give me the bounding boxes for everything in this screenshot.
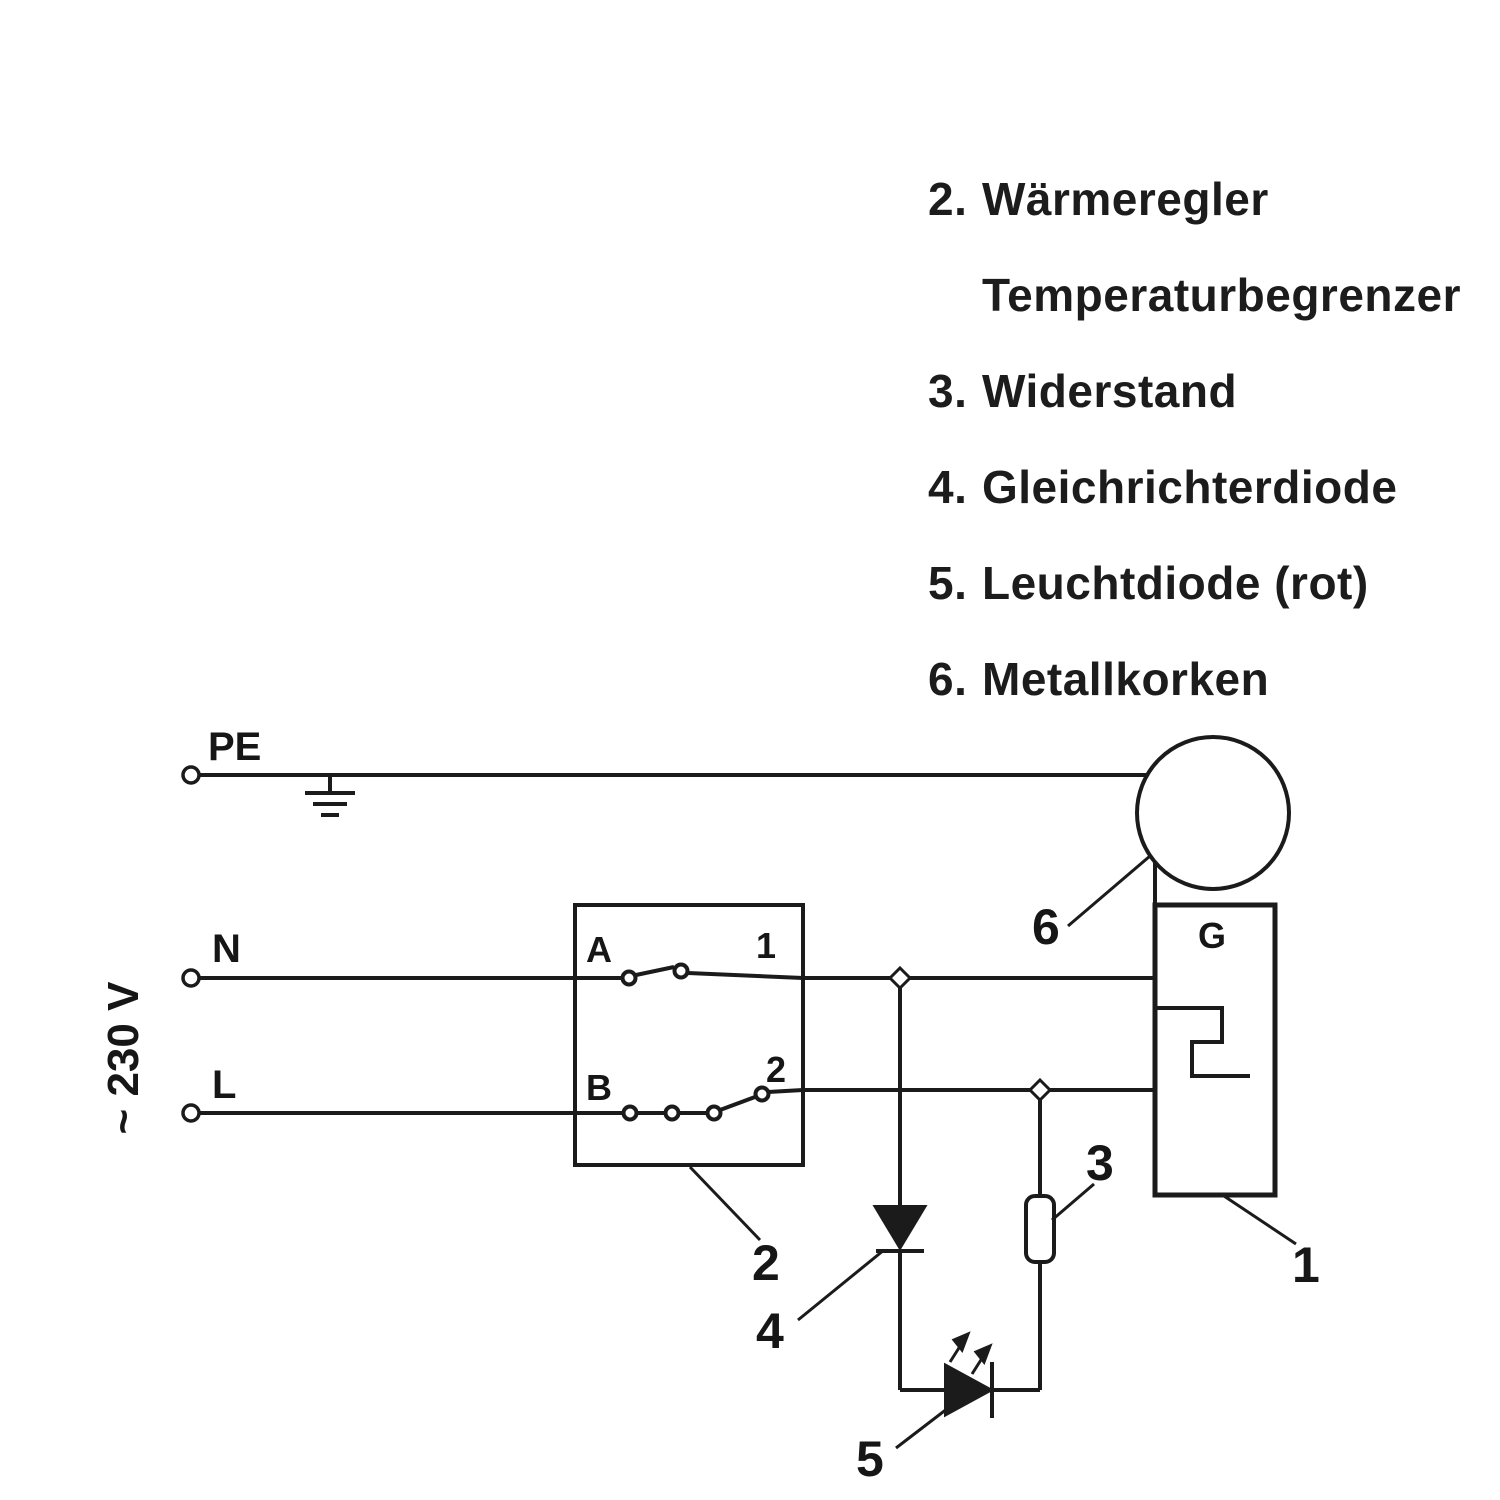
leader-2 bbox=[688, 1165, 762, 1242]
callout-1-label: 1 bbox=[1292, 1237, 1320, 1293]
heater-g-label: G bbox=[1198, 915, 1226, 956]
resistor-icon bbox=[1024, 1194, 1056, 1264]
legend-item: 6. Metallkorken bbox=[928, 652, 1461, 706]
callout-5-label: 5 bbox=[856, 1431, 884, 1487]
led-icon bbox=[944, 1331, 995, 1418]
l-label: L bbox=[212, 1063, 236, 1107]
legend: 2. Wärmeregler Temperaturbegrenzer 3. Wi… bbox=[928, 172, 1461, 748]
switch-contacts bbox=[575, 962, 804, 1122]
legend-item: 4. Gleichrichterdiode bbox=[928, 460, 1461, 514]
n-label: N bbox=[212, 927, 241, 971]
legend-item-number: 3. bbox=[928, 365, 968, 417]
supply-voltage-label: ~ 230 V bbox=[99, 981, 148, 1135]
earth-ground-icon bbox=[305, 775, 355, 817]
callout-2-label: 2 bbox=[752, 1235, 780, 1291]
legend-item: 5. Leuchtdiode (rot) bbox=[928, 556, 1461, 610]
legend-item: Temperaturbegrenzer bbox=[928, 268, 1461, 322]
junction-n bbox=[887, 965, 913, 991]
pe-terminal bbox=[181, 765, 201, 785]
switch-contact-b-label: B bbox=[586, 1067, 612, 1108]
legend-item-label: Gleichrichterdiode bbox=[982, 461, 1398, 513]
leader-4 bbox=[797, 1248, 885, 1322]
leader-1 bbox=[1223, 1194, 1297, 1246]
switch-terminal-1-label: 1 bbox=[756, 925, 776, 966]
legend-item-number: 2. bbox=[928, 173, 968, 225]
thermostat-box bbox=[573, 903, 805, 1167]
metal-cork-icon bbox=[1135, 735, 1291, 891]
legend-item-label: Widerstand bbox=[982, 365, 1238, 417]
diagram-labels: PE N L ~ 230 V A 1 B 2 G 6 2 3 4 1 5 bbox=[99, 725, 1320, 1487]
legend-item-number: 6. bbox=[928, 653, 968, 705]
led-emission-arrows bbox=[948, 1331, 993, 1375]
heating-element-icon bbox=[1157, 1006, 1250, 1078]
legend-item-number: 5. bbox=[928, 557, 968, 609]
leader-5 bbox=[895, 1400, 957, 1450]
legend-item: 3. Widerstand bbox=[928, 364, 1461, 418]
supply-terminals bbox=[181, 765, 201, 1123]
junction-markers bbox=[887, 965, 1053, 1103]
pe-label: PE bbox=[208, 725, 261, 769]
legend-item-label: Leuchtdiode (rot) bbox=[982, 557, 1369, 609]
callout-3-label: 3 bbox=[1086, 1135, 1114, 1191]
diode-branch-wire bbox=[898, 978, 944, 1392]
l-terminal bbox=[181, 1103, 201, 1123]
legend-item: 2. Wärmeregler bbox=[928, 172, 1461, 226]
junction-l bbox=[1027, 1077, 1053, 1103]
switch-contact-a-label: A bbox=[586, 929, 612, 970]
heater-box bbox=[1152, 902, 1278, 1198]
callout-6-label: 6 bbox=[1032, 899, 1060, 955]
n-terminal bbox=[181, 968, 201, 988]
legend-item-number: 4. bbox=[928, 461, 968, 513]
switch-terminal-2-label: 2 bbox=[766, 1049, 786, 1090]
legend-item-label: Metallkorken bbox=[982, 653, 1270, 705]
leader-6 bbox=[1067, 854, 1151, 928]
legend-item-label: Temperaturbegrenzer bbox=[982, 269, 1462, 321]
legend-item-label: Wärmeregler bbox=[982, 173, 1269, 225]
callout-4-label: 4 bbox=[756, 1303, 784, 1359]
leader-3 bbox=[1051, 1182, 1095, 1222]
rectifier-diode-icon bbox=[872, 1205, 928, 1253]
callout-leaders bbox=[688, 854, 1297, 1450]
led-resistor-wire bbox=[994, 1090, 1042, 1392]
